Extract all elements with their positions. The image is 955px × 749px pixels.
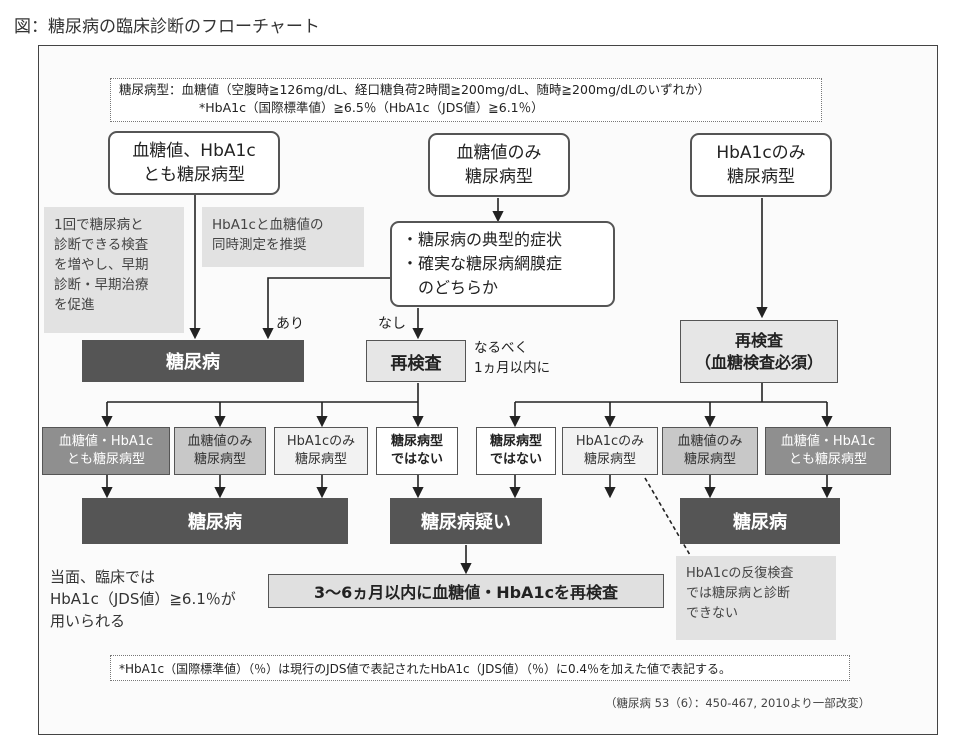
result-left-not-diabetic: 糖尿病型 ではない — [376, 427, 458, 475]
result-right-both: 血糖値・HbA1c とも糖尿病型 — [765, 427, 891, 475]
footnote: *HbA1c（国際標準値）（％）は現行のJDS値で表記されたHbA1c（JDS値… — [110, 655, 850, 681]
result-left-glucose-only: 血糖値のみ 糖尿病型 — [174, 427, 266, 475]
figure-title: 図：糖尿病の臨床診断のフローチャート — [14, 17, 320, 37]
note-hba1c-repeat: HbA1cの反復検査 では糖尿病と診断 できない — [676, 556, 836, 640]
arrow-yes — [262, 277, 390, 340]
box-both-diabetic-type: 血糖値、HbA1c とも糖尿病型 — [108, 131, 280, 195]
box-glucose-only: 血糖値のみ 糖尿病型 — [428, 133, 570, 197]
final-retest-box: 3～6ヵ月以内に血糖値・HbA1cを再検査 — [268, 574, 664, 608]
criteria-box: 糖尿病型：血糖値（空腹時≧126mg/dL、経口糖負荷2時間≧200mg/dL、… — [110, 78, 822, 122]
result-right-hba1c-only: HbA1cのみ 糖尿病型 — [562, 427, 658, 475]
result-left-hba1c-only: HbA1cのみ 糖尿病型 — [274, 427, 368, 475]
note-jds-value: 当面、臨床では HbA1c（JDS値）≧6.1％が 用いられる — [50, 568, 236, 630]
box-hba1c-only: HbA1cのみ 糖尿病型 — [690, 133, 832, 197]
note-simultaneous-measurement: HbA1cと血糖値の 同時測定を推奨 — [202, 207, 364, 267]
dashed-hba1c-note — [644, 477, 691, 556]
box-symptoms: ・糖尿病の典型的症状 ・確実な糖尿病網膜症 のどちらか — [390, 221, 615, 307]
retest-box: 再検査 — [366, 340, 466, 382]
retest-glucose-required: 再検査 （血糖検査必須） — [680, 320, 838, 383]
note-promote-early-diagnosis: 1回で糖尿病と 診断できる検査 を増やし、早期 診断・早期治療 を促進 — [44, 207, 184, 333]
result-left-both: 血糖値・HbA1c とも糖尿病型 — [42, 427, 170, 475]
criteria-line-2: *HbA1c（国際標準値）≧6.5％（HbA1c（JDS値）≧6.1％） — [199, 100, 544, 115]
label-yes: あり — [276, 316, 304, 332]
diagnosis-diabetes-left: 糖尿病 — [82, 498, 348, 544]
result-right-glucose-only: 血糖値のみ 糖尿病型 — [662, 427, 758, 475]
diagnosis-diabetes-top: 糖尿病 — [82, 340, 304, 382]
diagnosis-suspected: 糖尿病疑い — [390, 498, 542, 544]
diagnosis-diabetes-right: 糖尿病 — [680, 498, 840, 544]
source-citation: （糖尿病 53（6）：450-467, 2010より一部改変） — [605, 696, 871, 710]
criteria-line-1: 糖尿病型：血糖値（空腹時≧126mg/dL、経口糖負荷2時間≧200mg/dL、… — [119, 82, 711, 97]
label-no: なし — [378, 316, 406, 332]
result-right-not-diabetic: 糖尿病型 ではない — [476, 427, 556, 475]
label-within-one-month: なるべく 1ヵ月以内に — [474, 340, 551, 376]
